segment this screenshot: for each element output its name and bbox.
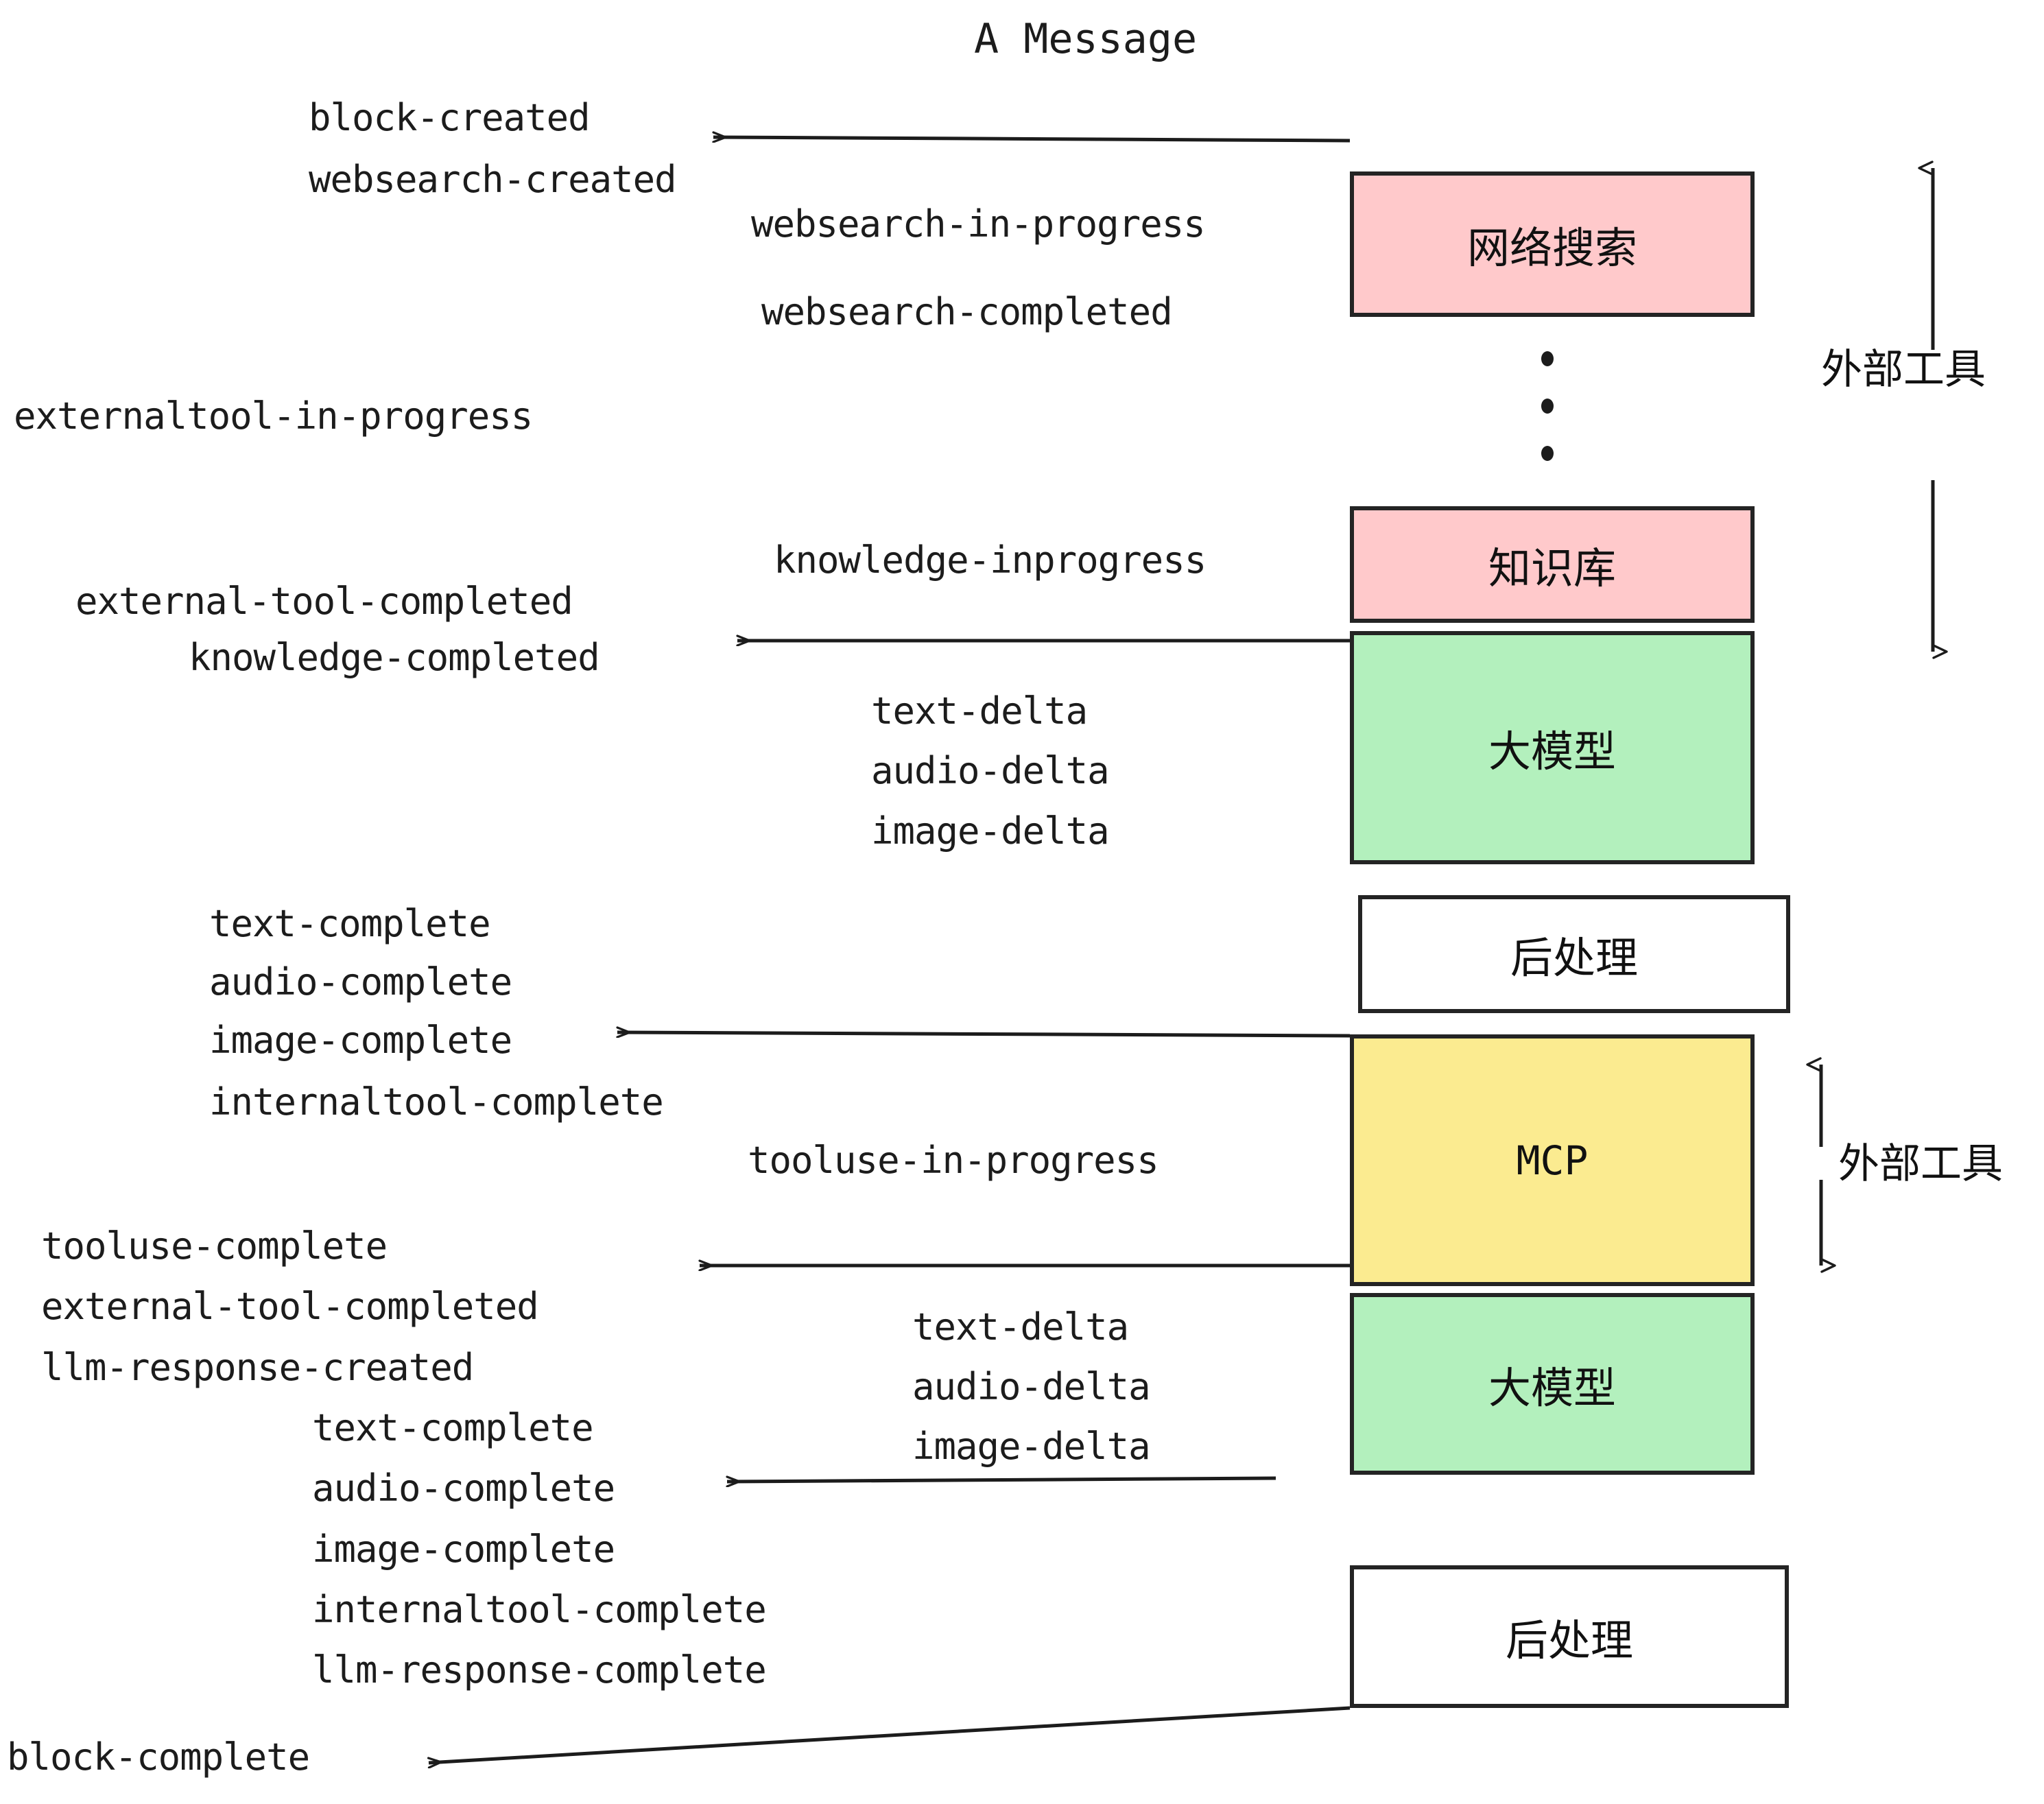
event-text-delta-1: text-delta — [871, 689, 1088, 733]
node-llm-2-label: 大模型 — [1488, 1362, 1616, 1413]
event-knowledge-completed: knowledge-completed — [189, 636, 600, 679]
event-knowledge-inprogress: knowledge-inprogress — [774, 538, 1207, 582]
node-postprocess-2-label: 后处理 — [1505, 1615, 1633, 1665]
event-block-complete: block-complete — [7, 1735, 310, 1779]
event-image-delta-2: image-delta — [912, 1425, 1151, 1468]
side-label-external-tools-top: 外部工具 — [1821, 336, 1986, 396]
event-block-created: block-created — [309, 96, 591, 139]
node-websearch-label: 网络搜索 — [1466, 223, 1637, 273]
event-audio-complete-1: audio-complete — [209, 960, 512, 1004]
arrow-audio-complete — [727, 1478, 1276, 1482]
node-mcp[interactable]: MCP — [1350, 1034, 1755, 1286]
event-text-complete-2: text-complete — [312, 1406, 594, 1449]
event-audio-delta-1: audio-delta — [871, 749, 1110, 792]
side-label-external-tools-bottom-text: 外部工具 — [1838, 1140, 2003, 1188]
side-label-external-tools-top-text: 外部工具 — [1821, 346, 1986, 394]
event-text-delta-2: text-delta — [912, 1305, 1129, 1349]
event-llm-response-complete: llm-response-complete — [312, 1648, 767, 1692]
event-external-tool-completed-1: external-tool-completed — [75, 580, 573, 623]
event-tooluse-complete: tooluse-complete — [41, 1224, 388, 1268]
event-image-delta-1: image-delta — [871, 809, 1110, 853]
node-llm-2[interactable]: 大模型 — [1350, 1293, 1755, 1475]
event-image-complete-1: image-complete — [209, 1019, 512, 1062]
arrow-image-complete — [617, 1032, 1351, 1036]
node-mcp-label: MCP — [1516, 1137, 1589, 1184]
event-text-complete-1: text-complete — [209, 902, 491, 945]
node-llm-1[interactable]: 大模型 — [1350, 631, 1755, 864]
event-internaltool-complete-2: internaltool-complete — [312, 1588, 767, 1631]
event-websearch-in-progress: websearch-in-progress — [751, 202, 1206, 246]
node-llm-1-label: 大模型 — [1488, 726, 1616, 776]
event-audio-complete-2: audio-complete — [312, 1467, 615, 1510]
arrow-block-complete — [429, 1706, 1351, 1763]
event-external-tool-completed-2: external-tool-completed — [41, 1285, 539, 1328]
event-image-complete-2: image-complete — [312, 1528, 615, 1571]
node-postprocess-1-label: 后处理 — [1510, 933, 1638, 983]
node-postprocess-2[interactable]: 后处理 — [1350, 1565, 1789, 1708]
event-externaltool-in-progress: externaltool-in-progress — [14, 394, 533, 438]
event-websearch-completed: websearch-completed — [761, 290, 1173, 333]
arrow-block-created — [713, 137, 1351, 141]
event-audio-delta-2: audio-delta — [912, 1365, 1151, 1408]
ellipsis-dots — [1541, 351, 1554, 461]
page-title: A Message — [974, 15, 1198, 63]
event-tooluse-in-progress: tooluse-in-progress — [748, 1139, 1159, 1182]
side-label-external-tools-bottom: 外部工具 — [1838, 1130, 2003, 1190]
event-websearch-created: websearch-created — [309, 158, 677, 201]
node-postprocess-1[interactable]: 后处理 — [1358, 895, 1790, 1013]
event-internaltool-complete-1: internaltool-complete — [209, 1080, 664, 1124]
node-websearch[interactable]: 网络搜索 — [1350, 171, 1755, 317]
node-knowledge-label: 知识库 — [1488, 543, 1616, 593]
node-knowledge[interactable]: 知识库 — [1350, 506, 1755, 623]
event-llm-response-created: llm-response-created — [41, 1346, 474, 1389]
